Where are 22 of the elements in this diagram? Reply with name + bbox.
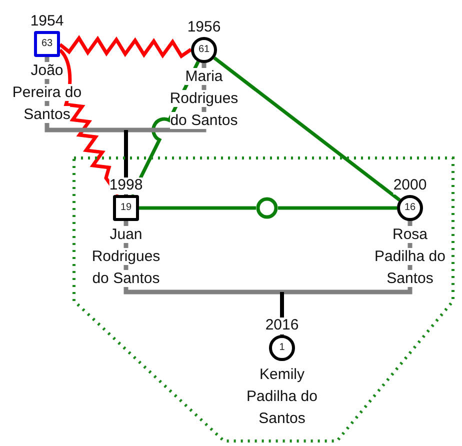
birth-year: 2016 [265,318,299,334]
male-square [113,195,139,221]
birth-year: 1998 [109,178,143,194]
hostile-zigzag-line [58,48,120,196]
relationship-line [278,206,397,210]
relationship-line [139,206,256,210]
person-name: Maria Rodrigues do Santos [168,67,240,131]
age-number: 1 [279,343,285,353]
female-circle [269,335,295,361]
birth-year: 2000 [393,178,427,194]
person-name: Juan Rodrigues do Santos [90,225,162,289]
age-number: 61 [198,45,210,55]
female-circle [397,195,423,221]
female-circle [191,37,217,63]
age-number: 63 [41,39,53,49]
person-name: João Pereira do Santos [11,61,83,125]
hostile-zigzag-line [58,35,192,59]
relationship-line [213,56,401,202]
age-number: 16 [404,203,416,213]
male-square [34,31,60,57]
person-name: Rosa Padilha do Santos [374,225,446,289]
age-number: 19 [120,203,132,213]
